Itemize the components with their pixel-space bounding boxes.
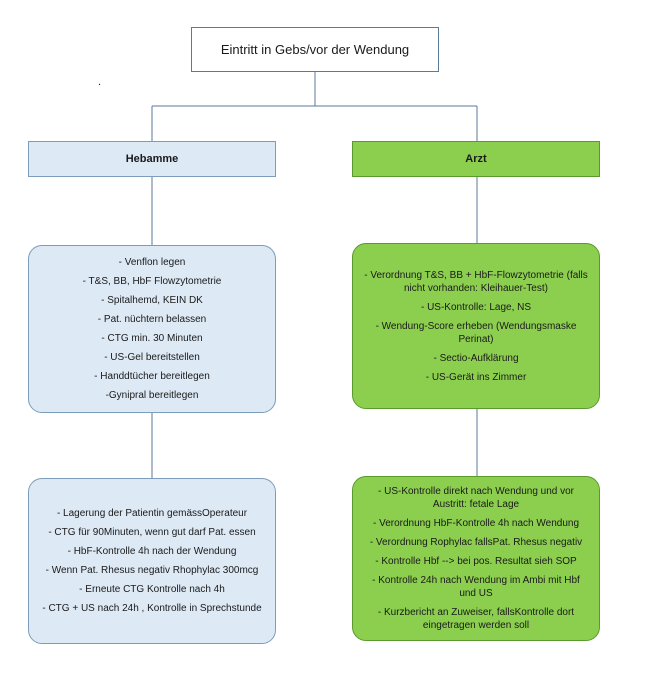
list-item: - CTG min. 30 Minuten [101, 333, 203, 344]
hebamme-header: Hebamme [28, 141, 276, 177]
list-item: - Kurzbericht an Zuweiser, fallsKontroll… [377, 607, 575, 631]
list-item: - US-Kontrolle: Lage, NS [420, 301, 532, 313]
list-item: - Kontrolle 24h nach Wendung im Ambi mit… [372, 575, 580, 599]
hebamme-tasks-before: - Venflon legen - T&S, BB, HbF Flowzytom… [28, 245, 276, 413]
list-item: - T&S, BB, HbF Flowzytometrie [82, 276, 222, 287]
list-item: - Lagerung der Patientin gemässOperateur [56, 508, 248, 519]
list-item: - Spitalhemd, KEIN DK [101, 295, 203, 306]
list-item: - US-Kontrolle direkt nach Wendung und v… [377, 486, 575, 510]
list-item: - Wendung-Score erheben (Wendungsmaske P… [375, 320, 577, 345]
hebamme-tasks-after: - Lagerung der Patientin gemässOperateur… [28, 478, 276, 644]
list-item: - US-Gerät ins Zimmer [425, 371, 527, 383]
arzt-tasks-before: - Verordnung T&S, BB + HbF-Flowzytometri… [352, 243, 600, 409]
arzt-header: Arzt [352, 141, 600, 177]
list-item: -Gynipral bereitlegen [105, 390, 199, 401]
list-item: - Verordnung HbF-Kontrolle 4h nach Wendu… [372, 518, 580, 529]
list-item: - Verordnung Rophylac fallsPat. Rhesus n… [369, 537, 583, 548]
arzt-tasks-after: - US-Kontrolle direkt nach Wendung und v… [352, 476, 600, 641]
list-item: - Wenn Pat. Rhesus negativ Rhophylac 300… [45, 565, 259, 576]
list-item: - US-Gel bereitstellen [104, 352, 200, 363]
list-item: - CTG + US nach 24h , Kontrolle in Sprec… [42, 603, 262, 614]
list-item: - Verordnung T&S, BB + HbF-Flowzytometri… [364, 269, 588, 294]
list-item: - Pat. nüchtern belassen [97, 314, 207, 325]
root-node-title: Eintritt in Gebs/vor der Wendung [191, 27, 439, 72]
list-item: - HbF-Kontrolle 4h nach der Wendung [67, 546, 237, 557]
list-item: - Handdtücher bereitlegen [94, 371, 210, 382]
list-item: - CTG für 90Minuten, wenn gut darf Pat. … [48, 527, 256, 538]
list-item: - Sectio-Aufklärung [433, 352, 519, 364]
list-item: - Kontrolle Hbf --> bei pos. Resultat si… [375, 556, 577, 567]
list-item: - Erneute CTG Kontrolle nach 4h [79, 584, 225, 595]
stray-mark: . [98, 76, 102, 88]
list-item: - Venflon legen [118, 257, 186, 268]
